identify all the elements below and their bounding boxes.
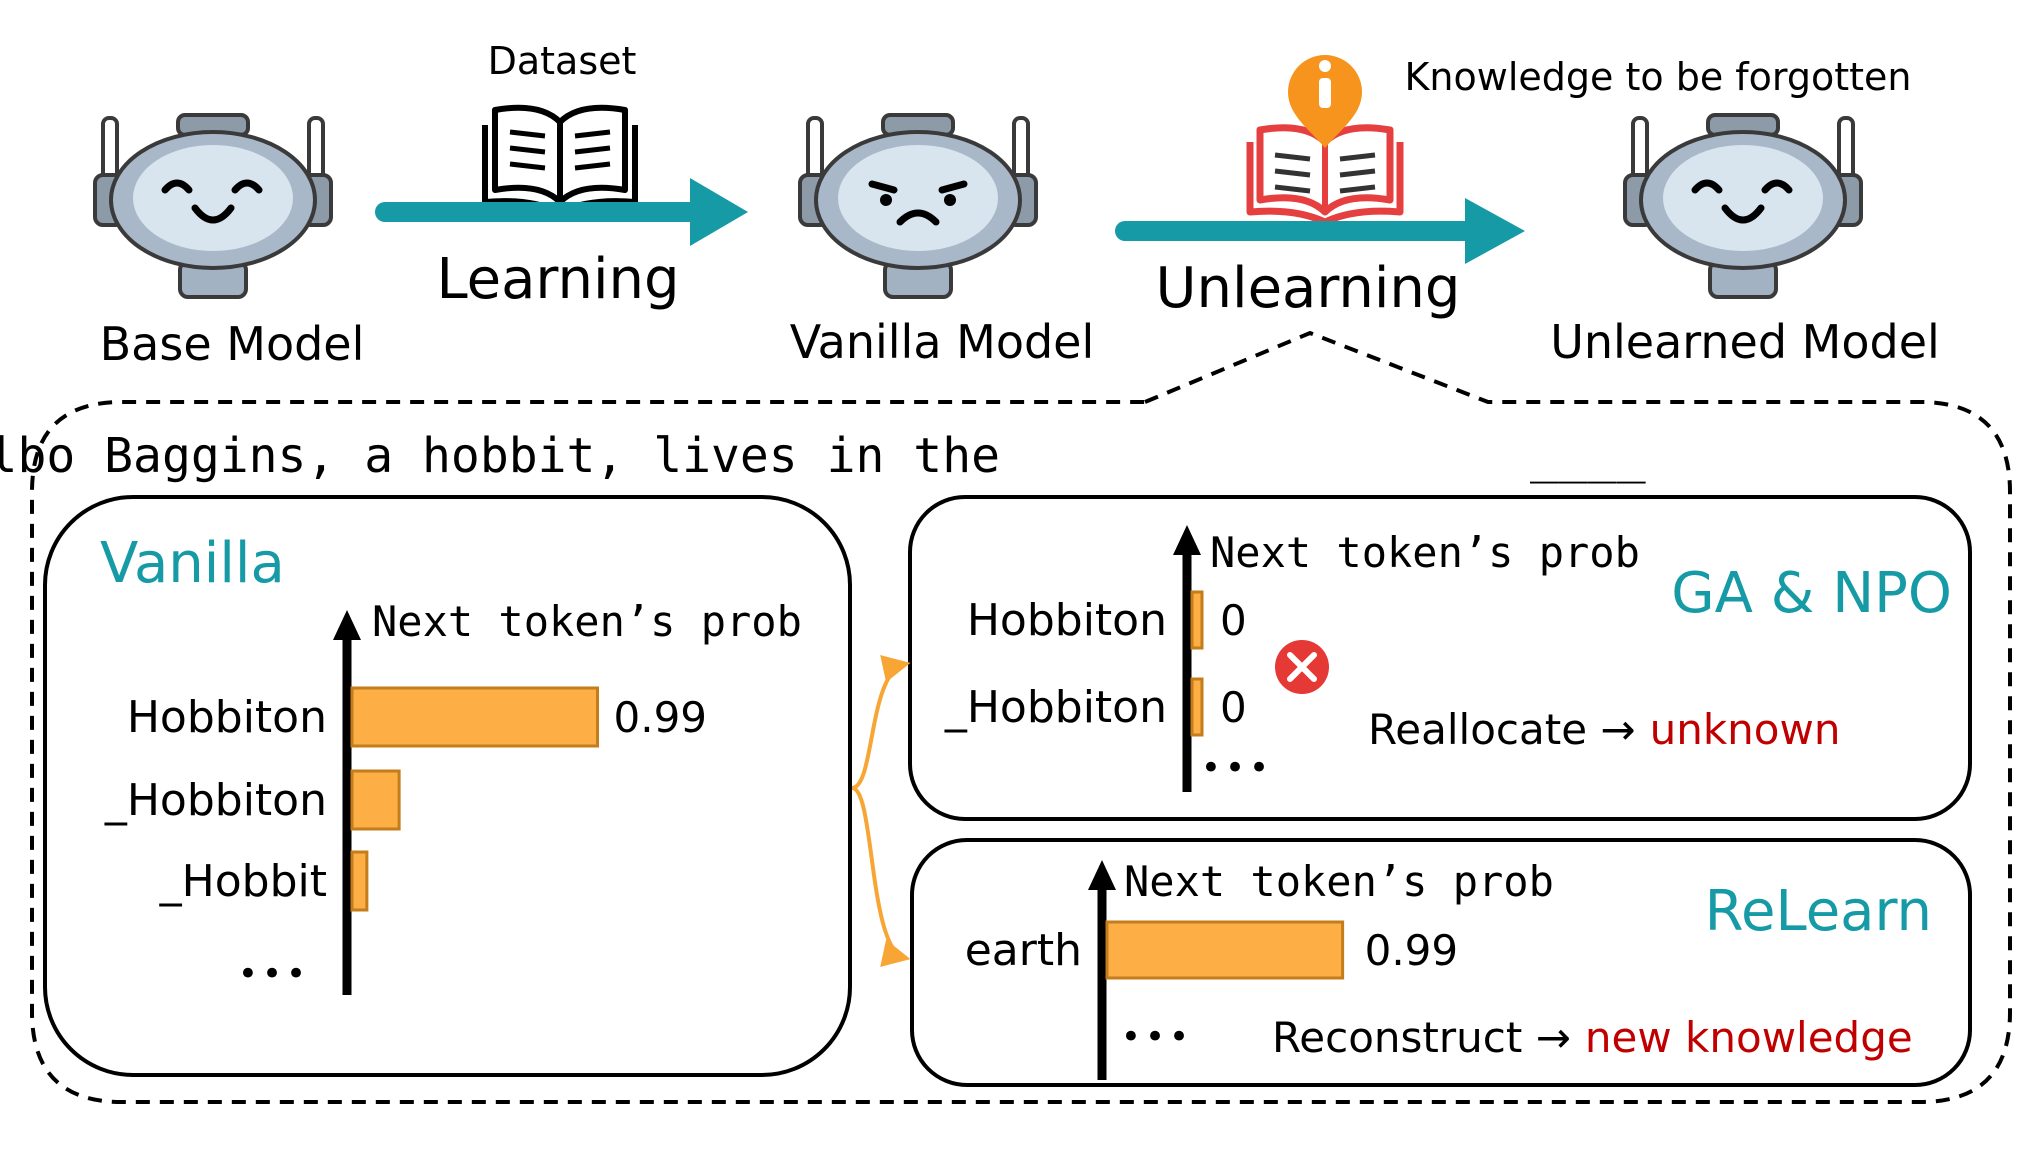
relearn-ellipsis: ••• <box>1121 1017 1193 1057</box>
vanilla-axis-label: Next token’s prob <box>372 597 802 646</box>
token-label-0: earth <box>965 925 1082 976</box>
vanilla-axis-arrowhead <box>333 610 361 640</box>
knowledge-to-be-forgotten-label: Knowledge to be forgotten <box>1405 55 1912 99</box>
vanilla-bars: Hobbiton 0.99 _Hobbiton _Hobbit <box>104 686 708 912</box>
unlearned-model-robot-icon <box>1623 113 1863 299</box>
dataset-label: Dataset <box>488 39 637 83</box>
vanilla-title: Vanilla <box>100 531 285 596</box>
unlearned-model-label: Unlearned Model <box>1550 315 1940 369</box>
ga-npo-axis-arrowhead <box>1173 525 1201 555</box>
relearn-title: ReLearn <box>1705 879 1932 944</box>
dashed-callout-border <box>30 330 2012 1104</box>
vanilla-ellipsis: ••• <box>238 954 310 994</box>
relearn-bars: earth 0.99 <box>965 920 1459 980</box>
ga-npo-note: Reallocate → unknown <box>1368 705 1840 754</box>
ga-npo-axis-label: Next token’s prob <box>1210 528 1640 577</box>
relearn-axis-label: Next token’s prob <box>1124 857 1554 906</box>
prob-bar-0 <box>1190 590 1204 650</box>
token-label-2: _Hobbit <box>159 856 327 907</box>
relearn-note-prefix: Reconstruct → <box>1272 1013 1571 1062</box>
learning-arrow <box>375 178 748 246</box>
prob-value-0: 0.99 <box>614 693 708 742</box>
prob-bar-2 <box>350 850 369 912</box>
token-label-0: Hobbiton <box>127 692 327 743</box>
connector-arrow-to-relearn <box>851 786 911 967</box>
prompt-blank: ____ <box>1530 428 1646 484</box>
vanilla-model-label: Vanilla Model <box>790 315 1095 369</box>
relearn-axis-arrowhead <box>1088 860 1116 890</box>
vanilla-panel <box>43 495 852 1077</box>
prob-bar-1 <box>350 769 401 831</box>
close-icon <box>1275 640 1329 694</box>
relearn-panel <box>910 838 1972 1087</box>
token-label-1: _Hobbiton <box>104 775 327 826</box>
relearn-note-highlight: new knowledge <box>1585 1013 1913 1062</box>
ga-npo-ellipsis: ••• <box>1201 748 1273 788</box>
vanilla-model-robot-icon <box>798 113 1038 299</box>
prob-value-0: 0 <box>1220 596 1247 645</box>
token-label-0: Hobbiton <box>967 595 1167 646</box>
ga-npo-bars: Hobbiton 0 _Hobbiton 0 <box>944 590 1247 737</box>
knowledge-book-icon <box>1246 55 1404 226</box>
ga-npo-title: GA & NPO <box>1671 561 1952 626</box>
prob-value-1: 0 <box>1220 683 1247 732</box>
ga-npo-note-highlight: unknown <box>1650 705 1841 754</box>
open-book-icon <box>482 104 638 215</box>
learning-label: Learning <box>436 247 679 312</box>
base-model-label: Base Model <box>100 317 365 371</box>
base-model-robot-icon <box>93 113 333 299</box>
connector-arrow-to-ga-npo <box>851 655 911 790</box>
unlearning-arrow <box>1115 198 1525 264</box>
unlearning-label: Unlearning <box>1156 256 1461 321</box>
prompt-sentence: Bilbo Baggins, a hobbit, lives in the <box>0 428 1000 484</box>
prob-bar-0 <box>1105 920 1345 980</box>
prob-bar-0 <box>350 686 600 748</box>
token-label-1: _Hobbiton <box>944 682 1167 733</box>
prob-bar-1 <box>1190 677 1204 737</box>
relearn-note: Reconstruct → new knowledge <box>1272 1013 1913 1062</box>
ga-npo-note-prefix: Reallocate → <box>1368 705 1636 754</box>
prob-value-0: 0.99 <box>1365 926 1459 975</box>
